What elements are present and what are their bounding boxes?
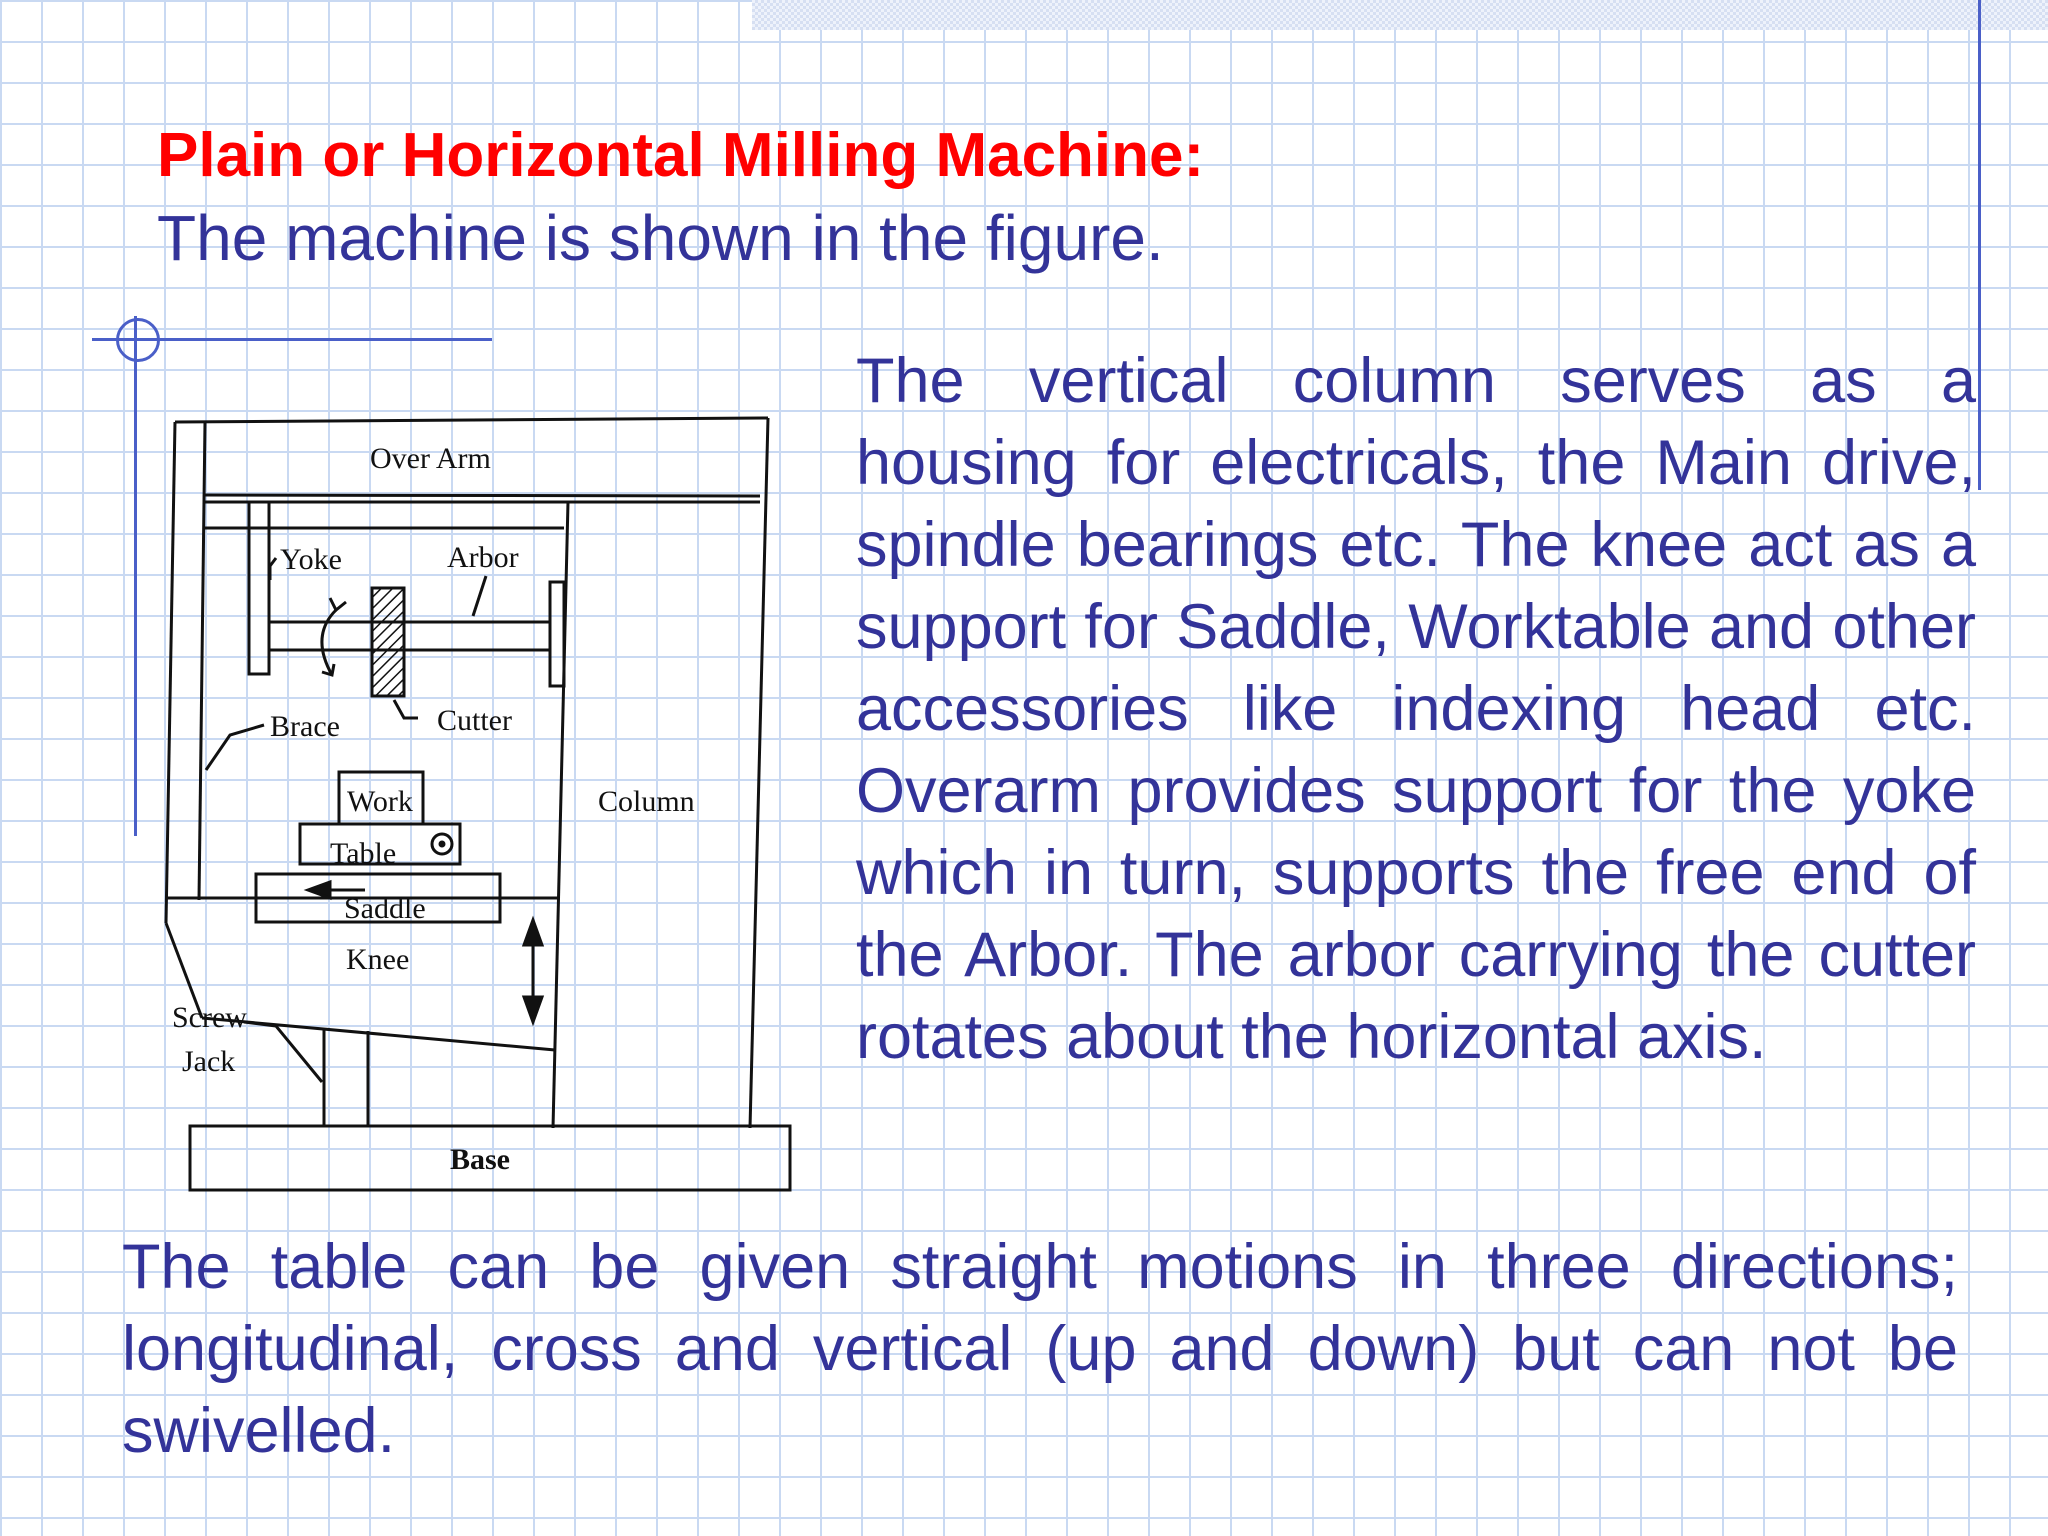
label-cutter: Cutter	[437, 704, 512, 737]
right-description-paragraph: The vertical column serves as a housing …	[856, 346, 1976, 1072]
label-base: Base	[450, 1143, 510, 1176]
label-jack: Jack	[182, 1045, 235, 1078]
slide-title: Plain or Horizontal Milling Machine:	[157, 121, 1205, 190]
knee-left-slope	[164, 922, 204, 1019]
label-saddle: Saddle	[344, 892, 426, 925]
base-shape	[188, 1124, 792, 1192]
label-table: Table	[330, 837, 396, 870]
yoke-leader	[268, 557, 278, 580]
label-brace: Brace	[270, 710, 340, 743]
rotation-arrowhead-top	[328, 597, 347, 613]
brace-leader	[204, 723, 265, 771]
cutter-leader	[392, 699, 418, 720]
vertical-arrowhead-down	[521, 995, 545, 1027]
label-screw: Screw	[172, 1001, 247, 1034]
table-handwheel-center	[438, 840, 446, 848]
milling-machine-diagram: Over Arm Yoke Arbor Brace Cutter Work Co…	[150, 400, 810, 1210]
column-right-edge	[748, 417, 770, 1129]
machine-outline	[164, 416, 792, 1192]
slide-subtitle: The machine is shown in the figure.	[157, 202, 1164, 274]
margin-circle-mark	[116, 318, 160, 362]
rotation-arrowhead-bottom	[321, 663, 336, 677]
bottom-description-paragraph: The table can be given straight motions …	[122, 1232, 1958, 1466]
cutter-shape	[370, 586, 406, 698]
arbor-leader	[471, 575, 488, 617]
overarm-bottom	[204, 493, 761, 498]
right-margin-rule	[1978, 0, 1981, 490]
table-shape	[298, 822, 462, 866]
label-yoke: Yoke	[280, 543, 342, 576]
label-over-arm: Over Arm	[370, 442, 491, 475]
label-work: Work	[347, 785, 413, 818]
horizontal-margin-rule	[92, 338, 492, 341]
arbor-support	[548, 580, 566, 688]
rotation-arrow	[320, 608, 338, 676]
label-column: Column	[598, 785, 695, 818]
vertical-arrowhead-up	[521, 915, 545, 947]
label-knee: Knee	[346, 943, 409, 976]
column-inner-edge	[551, 501, 570, 1129]
top-decorative-pattern	[752, 0, 2048, 30]
top-edge	[174, 416, 769, 424]
yoke-shape	[247, 500, 271, 676]
table-handwheel	[430, 832, 454, 856]
outer-left-wall	[164, 421, 177, 924]
saddle-arrowhead	[303, 879, 332, 901]
screw-jack-leader	[243, 1020, 324, 1083]
left-margin-rule	[134, 316, 137, 836]
diagram-svg: Over Arm Yoke Arbor Brace Cutter Work Co…	[164, 416, 792, 1192]
label-arbor: Arbor	[447, 541, 519, 574]
inner-left-wall	[197, 421, 207, 901]
